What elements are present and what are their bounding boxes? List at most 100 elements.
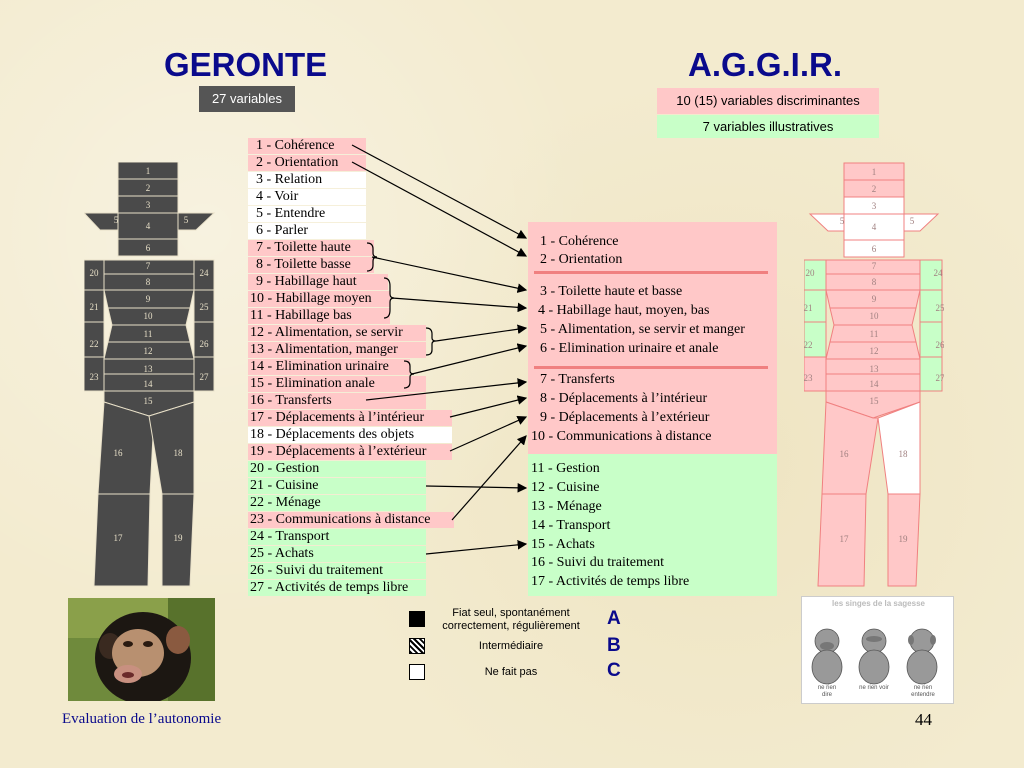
aggir-discriminant-box: [528, 222, 777, 454]
geronte-body-figure: 1 2 3 5 5 4 6 7 8 9 10 11 12 13 14 15 20…: [84, 162, 216, 587]
aggir-item: 3 - Toilette haute et basse: [540, 284, 683, 299]
figure-label: 15: [144, 396, 154, 406]
list-item: 17 - Déplacements à l’intérieur: [248, 410, 452, 426]
aggir-item: 2 - Orientation: [540, 252, 623, 267]
badge-27-variables: 27 variables: [199, 86, 295, 112]
figure-label: 27: [200, 372, 210, 382]
legend-letter-a: A: [607, 608, 621, 629]
badge-illustrative: 7 variables illustratives: [657, 115, 879, 138]
aggir-item: 16 - Suivi du traitement: [531, 555, 664, 570]
aggir-item: 9 - Déplacements à l’extérieur: [540, 410, 710, 425]
figure-label: 1: [146, 166, 151, 176]
figure-label: 6: [146, 243, 151, 253]
aggir-item: 17 - Activités de temps libre: [531, 574, 690, 589]
legend-swatch-solid: [409, 611, 425, 627]
separator: [534, 366, 768, 369]
figure-label: 11: [144, 329, 153, 339]
figure-label: 1: [872, 167, 877, 177]
figure-label: 26: [936, 340, 945, 350]
list-item: 15 - Elimination anale: [248, 376, 426, 392]
figure-label: 16: [114, 448, 124, 458]
list-item: 22 - Ménage: [248, 495, 426, 511]
aggir-item: 7 - Transferts: [540, 372, 615, 387]
legend-swatch-hatched: [409, 638, 425, 654]
figure-label: 12: [870, 346, 879, 356]
figure-label: 3: [872, 201, 877, 211]
legend-text-b: Intermédiaire: [478, 640, 544, 652]
figure-label: 23: [804, 373, 813, 383]
aggir-item: 15 - Achats: [531, 537, 595, 552]
legend-letter-c: C: [607, 660, 621, 681]
aggir-item: 13 - Ménage: [531, 499, 602, 514]
monkeys-drawing: [811, 628, 938, 685]
aggir-illustrative-box: [528, 454, 777, 596]
figure-label: 25: [200, 302, 210, 312]
footer-caption: Evaluation de l’autonomie: [62, 711, 222, 727]
figure-label: 2: [146, 183, 151, 193]
legend-text-c: Ne fait pas: [484, 666, 538, 678]
list-item: 25 - Achats: [248, 546, 426, 562]
figure-label: 14: [870, 379, 880, 389]
list-item: 7 - Toilette haute: [248, 240, 374, 256]
figure-label: 21: [90, 302, 99, 312]
aggir-body-figure: 1 2 3 5 5 4 6 7 8 9 10 11 12 13 14 15 20…: [804, 162, 945, 587]
figure-label: 27: [936, 373, 945, 383]
aggir-item: 11 - Gestion: [531, 461, 600, 476]
figure-label: 22: [90, 339, 99, 349]
legend-text-a: Fiat seul, spontanément correctement, ré…: [442, 607, 580, 632]
aggir-item: 5 - Alimentation, se servir et manger: [540, 322, 745, 337]
legend-letter-b: B: [607, 635, 621, 656]
list-item: 14 - Elimination urinaire: [248, 359, 410, 375]
list-item: 20 - Gestion: [248, 461, 426, 477]
figure-label: 21: [804, 303, 813, 313]
legend-swatch-empty: [409, 664, 425, 680]
list-item: 23 - Communications à distance: [248, 512, 454, 528]
list-item: 21 - Cuisine: [248, 478, 426, 494]
figure-label: 3: [146, 200, 151, 210]
monkeys-title: les singes de la sagesse: [832, 599, 925, 608]
figure-label: 22: [804, 340, 813, 350]
aggir-item: 8 - Déplacements à l’intérieur: [540, 391, 708, 406]
monkey-caption-entendre: ne rien entendre: [911, 685, 935, 698]
list-item: 19 - Déplacements à l’extérieur: [248, 444, 452, 460]
list-item: 27 - Activités de temps libre: [248, 580, 426, 596]
figure-label: 8: [872, 277, 877, 287]
title-geronte: GERONTE: [164, 46, 328, 83]
figure-label: 24: [934, 268, 944, 278]
figure-label: 10: [144, 311, 154, 321]
figure-label: 19: [899, 534, 909, 544]
badge-discriminant: 10 (15) variables discriminantes: [657, 88, 879, 114]
list-item: 24 - Transport: [248, 529, 426, 545]
list-item: 4 - Voir: [248, 189, 366, 205]
monkey-caption-voir: ne rien voir: [859, 685, 889, 691]
list-item: 3 - Relation: [248, 172, 366, 188]
separator: [534, 271, 768, 274]
figure-label: 12: [144, 346, 153, 356]
figure-label: 17: [840, 534, 850, 544]
figure-label: 20: [806, 268, 816, 278]
chimpanzee-photo: [68, 598, 215, 701]
figure-label: 20: [90, 268, 100, 278]
figure-label: 5: [910, 216, 915, 226]
figure-label: 11: [870, 329, 879, 339]
figure-label: 5: [184, 215, 189, 225]
list-item: 10 - Habillage moyen: [248, 291, 390, 307]
list-item: 11 - Habillage bas: [248, 308, 390, 324]
list-item: 26 - Suivi du traitement: [248, 563, 426, 579]
figure-label: 9: [872, 294, 877, 304]
figure-label: 2: [872, 184, 877, 194]
figure-label: 18: [899, 449, 909, 459]
figure-label: 4: [146, 221, 151, 231]
figure-label: 17: [114, 533, 124, 543]
figure-label: 10: [870, 311, 880, 321]
aggir-item: 1 - Cohérence: [540, 234, 619, 249]
list-item: 8 - Toilette basse: [248, 257, 374, 273]
figure-label: 4: [872, 222, 877, 232]
figure-label: 5: [840, 216, 845, 226]
figure-label: 19: [174, 533, 184, 543]
figure-label: 16: [840, 449, 850, 459]
monkey-caption-dire: ne rien dire: [817, 685, 837, 698]
figure-label: 25: [936, 303, 945, 313]
figure-label: 5: [114, 215, 119, 225]
figure-label: 14: [144, 379, 154, 389]
